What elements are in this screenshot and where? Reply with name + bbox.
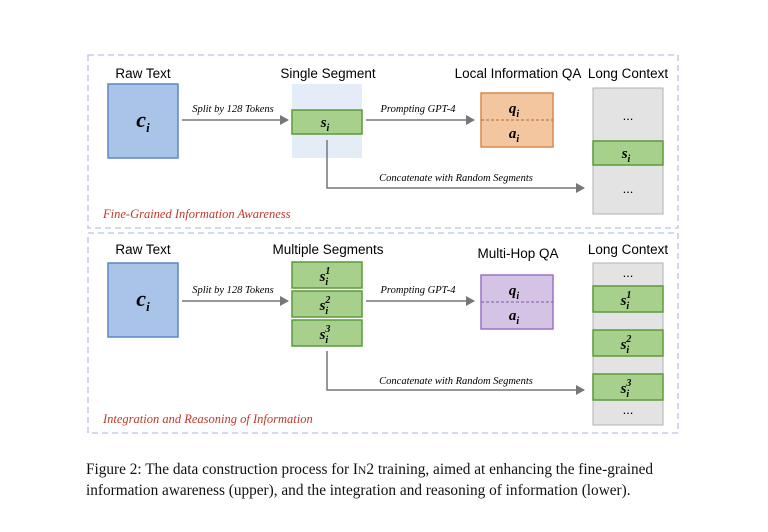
- bottom-panel-frame: [87, 232, 679, 434]
- top-qa-answer: ai: [509, 126, 520, 145]
- diagram-canvas: Raw Text ci Split by 128 Tokens Single S…: [87, 54, 679, 434]
- method-name: IN2: [352, 461, 374, 478]
- bottom-concat-arrow: [326, 351, 585, 395]
- bottom-segment-box-1: [291, 261, 363, 289]
- caption-suffix: training, aimed at enhancing the fine-gr…: [86, 461, 654, 499]
- top-panel-frame: [87, 54, 679, 229]
- top-segment-box: [291, 109, 363, 135]
- bottom-qa-question: qi: [509, 283, 520, 302]
- caption-prefix: Figure 2: The data construction process …: [86, 461, 353, 478]
- top-segment-title: Single Segment: [280, 66, 376, 81]
- top-concat-arrow: [326, 140, 585, 193]
- bottom-raw-text-title: Raw Text: [115, 242, 171, 257]
- top-raw-text-symbol: ci: [136, 107, 150, 135]
- top-context-segment-symbol: si: [621, 146, 631, 165]
- bottom-segments-title: Multiple Segments: [272, 242, 383, 257]
- bottom-context-segment-2: [592, 329, 664, 357]
- bottom-section-label: Integration and Reasoning of Information: [102, 412, 313, 426]
- bottom-qa-answer: ai: [509, 308, 520, 327]
- top-raw-text-title: Raw Text: [115, 66, 171, 81]
- bottom-segment-box-2: [291, 290, 363, 318]
- top-segment-symbol: si: [320, 115, 330, 134]
- top-context-segment: [592, 140, 664, 166]
- bottom-qa-title: Multi-Hop QA: [477, 246, 558, 261]
- top-context-ellipsis-2: ...: [623, 181, 634, 196]
- figure-caption: Figure 2: The data construction process …: [86, 460, 686, 501]
- top-concat-label: Concatenate with Random Segments: [379, 173, 533, 184]
- bottom-concat-label: Concatenate with Random Segments: [379, 376, 533, 387]
- top-split-label: Split by 128 Tokens: [192, 104, 274, 115]
- top-raw-text-box: [107, 83, 179, 159]
- bottom-context-segment-3: [592, 373, 664, 401]
- bottom-split-label: Split by 128 Tokens: [192, 285, 274, 296]
- top-qa-title: Local Information QA: [455, 66, 582, 81]
- top-section-label: Fine-Grained Information Awareness: [102, 207, 291, 221]
- bottom-segment-box-3: [291, 319, 363, 347]
- bottom-raw-text-box: [107, 262, 179, 338]
- bottom-prompt-label: Prompting GPT-4: [380, 285, 457, 296]
- bottom-context-ellipsis-2: ...: [623, 402, 634, 417]
- bottom-context-ellipsis-1: ...: [623, 265, 634, 280]
- bottom-context-segment-1: [592, 285, 664, 313]
- bottom-raw-text-symbol: ci: [136, 286, 150, 314]
- top-prompt-label: Prompting GPT-4: [380, 104, 457, 115]
- top-long-context-title: Long Context: [588, 66, 669, 81]
- top-context-ellipsis-1: ...: [623, 108, 634, 123]
- top-qa-question: qi: [509, 101, 520, 120]
- bottom-long-context-title: Long Context: [588, 242, 669, 257]
